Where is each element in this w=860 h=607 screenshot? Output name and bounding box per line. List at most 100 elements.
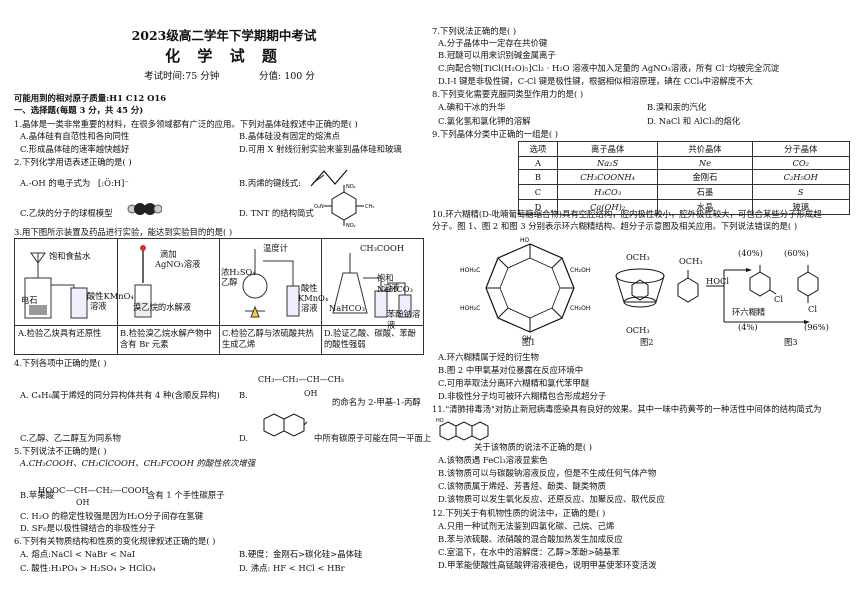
q5-option-a: A.CH₃COOH、CH₂ClCOOH、CH₂FCOOH 的酸性依次增强 bbox=[20, 458, 256, 468]
q1-stem: 1.晶体是一类非常重要的材料，在很多领域都有广泛的应用。下列对晶体硅叙述中正确的… bbox=[14, 119, 358, 129]
q7-stem: 7.下列说法正确的是( ) bbox=[432, 26, 517, 36]
q10-stem-line2: 分子。图 1、图 2 和图 3 分别表示环六糊精结构、超分子示意图及相关应用。下… bbox=[432, 221, 798, 231]
q11-option-a: A.该物质遇 FeCl₃溶液显紫色 bbox=[438, 455, 548, 465]
q12-stem: 12.下列关于有机物性质的说法中，正确的是( ) bbox=[432, 508, 606, 518]
q12-option-a: A.只用一种试剂无法鉴别四氯化碳、己烷、己烯 bbox=[438, 521, 615, 531]
acetylene-ball-model-icon bbox=[127, 203, 162, 215]
apparatus-c-icon bbox=[242, 249, 300, 318]
q12-option-c: C.室温下，在水中的溶解度：乙醇>苯酚>硝基苯 bbox=[438, 547, 620, 557]
exam-time: 考试时间:75 分钟 bbox=[144, 71, 220, 82]
para-chloroanisole-icon bbox=[797, 265, 819, 303]
q3-option-b: B.检验溴乙烷水解产物中含有 Br 元素 bbox=[120, 328, 212, 349]
cyclodextrin-label: 环六糊精 bbox=[732, 307, 766, 317]
q6-option-c: C. 酸性:H₃PO₄ > H₂SO₄ > HClO₄ bbox=[20, 563, 156, 573]
q9-table: 选项 离子晶体 共价晶体 分子晶体 A Na₂S Ne CO₂ B CH₃COO… bbox=[518, 141, 851, 215]
svg-text:HO: HO bbox=[436, 418, 444, 424]
svg-text:CH₂OH: CH₂OH bbox=[570, 305, 590, 312]
q8-stem: 8.下列变化需要克服同类型作用力的是( ) bbox=[432, 89, 584, 99]
q6-option-a: A. 熔点:NaCl < NaBr < NaI bbox=[20, 549, 136, 559]
q4-stem: 4.下列各项中正确的是( ) bbox=[14, 358, 107, 368]
apparatus-d-icon bbox=[332, 253, 412, 318]
naphthalene-structure-icon bbox=[263, 413, 308, 437]
svg-text:NO₂: NO₂ bbox=[346, 223, 356, 228]
q1-option-c: C.形成晶体硅的速率越快越好 bbox=[20, 144, 130, 154]
q5-option-c: C. H₂O 的稳定性较强是因为H₂O分子间存在氢键 bbox=[20, 511, 204, 521]
inclusion-complex-icon bbox=[615, 268, 665, 308]
q11-option-b: B.该物质可以与碳酸钠溶液反应，但是不生成任何气体产物 bbox=[438, 468, 657, 478]
ortho-chloroanisole-icon bbox=[749, 265, 777, 297]
q6-option-b: B.硬度：金刚石>碳化硅>晶体硅 bbox=[239, 549, 363, 559]
svg-text:NO₂: NO₂ bbox=[346, 184, 356, 190]
apparatus-a-icon bbox=[24, 252, 88, 319]
fig3-label: 图3 bbox=[784, 337, 798, 347]
anisole-icon bbox=[677, 270, 699, 303]
table-row: D Ca(OH)₂ 水晶 玻璃 bbox=[518, 199, 851, 215]
table-row: 选项 离子晶体 共价晶体 分子晶体 bbox=[518, 141, 851, 157]
yield-96: (96%) bbox=[804, 322, 829, 332]
reaction-arrows-icon bbox=[706, 268, 810, 324]
q7-option-c: C.向配合物[TiCl(H₂O)₅]Cl₂ · H₂O 溶液中加入足量的 AgN… bbox=[438, 63, 780, 73]
q4-b-sub: OH bbox=[304, 389, 318, 398]
q4-option-b: B. bbox=[239, 390, 248, 400]
q2-option-d: D. TNT 的结构简式 bbox=[239, 208, 314, 218]
q5-b-formula: HOOC—CH—CH₂—COOH bbox=[38, 485, 149, 495]
propene-skeletal-icon bbox=[310, 169, 348, 187]
q7-option-d: D.I-I 键是非极性键，C-Cl 键是极性键，根据相似相溶原理，碘在 CCl₄… bbox=[438, 76, 753, 86]
section-heading: 一、选择题(每题 3 分，共 45 分) bbox=[14, 105, 144, 115]
q2-option-c: C.乙炔的分子的球棍模型 bbox=[20, 208, 113, 218]
q3-option-d: D.验证乙酸、碳酸、苯酚的酸性强弱 bbox=[324, 328, 416, 349]
q10-stem-line1: 10.环六糊精(D-吡喃葡萄糖缩合物)具有空腔结构，腔内极性较小，腔外极性较大，… bbox=[432, 209, 822, 219]
cyclodextrin-structure-icon: HOH₂C CH₂OH HOH₂C CH₂OH HO OH bbox=[460, 237, 590, 340]
yield-4: (4%) bbox=[738, 322, 758, 332]
exam-subject: 化 学 试 题 bbox=[165, 47, 283, 65]
q3-apparatus-table: 饱和食盐水 电石 酸性KMnO₄ 溶液 滴加 AgNO₃溶液 溴乙烷的水解液 温… bbox=[14, 238, 424, 355]
q8-option-c: C.氯化氢和氯化钾的溶解 bbox=[438, 116, 531, 126]
q5-stem: 5.下列说法不正确的是( ) bbox=[14, 446, 107, 456]
q2-option-b: B.丙烯的键线式: bbox=[239, 178, 301, 188]
q11-stem-line2: 关于该物质的说法不正确的是( ) bbox=[474, 442, 593, 452]
fig1-label: 图1 bbox=[522, 337, 536, 347]
q7-option-b: B.冠醚可以用来识别碱金属离子 bbox=[438, 50, 556, 60]
q4-option-d: D. bbox=[239, 433, 249, 443]
tnt-structure-icon: NO₂ CH₃ O₂N NO₂ bbox=[314, 184, 374, 228]
q4-option-c: C.乙醇、乙二醇互为同系物 bbox=[20, 433, 121, 443]
q4-d-tail: 中所有碳原子可能在同一平面上 bbox=[314, 433, 432, 443]
svg-text:HOH₂C: HOH₂C bbox=[460, 267, 480, 274]
q4-b-formula: CH₃—CH₂—CH—CH₃ bbox=[258, 375, 345, 384]
q10-option-a: A.环六糊精属于烃的衍生物 bbox=[438, 352, 539, 362]
exam-score: 分值: 100 分 bbox=[259, 71, 315, 82]
baicalein-structure-icon: HO bbox=[436, 418, 489, 441]
svg-text:HO: HO bbox=[520, 237, 530, 244]
q1-option-a: A.晶体硅有自范性和各向同性 bbox=[20, 131, 130, 141]
q3-stem: 3.用下图所示装置及药品进行实验，能达到实验目的的是( ) bbox=[14, 227, 233, 237]
svg-text:CH₂OH: CH₂OH bbox=[570, 267, 590, 274]
atomic-masses: 可能用到的相对原子质量:H1 C12 O16 bbox=[14, 93, 167, 103]
yield-40: (40%) bbox=[738, 248, 763, 258]
table-row: C H₃CO₃ 石墨 S bbox=[518, 184, 851, 200]
q11-option-d: D.该物质可以发生氧化反应、还原反应、加聚反应、取代反应 bbox=[438, 494, 665, 504]
q2-option-a: A.-OH 的电子式为 bbox=[20, 178, 91, 188]
q10-option-d: D.非极性分子均可被环六糊精包合形成超分子 bbox=[438, 391, 607, 401]
q2-stem: 2.下列化学用语表述正确的是( ) bbox=[14, 157, 132, 167]
table-row: B CH₃COONH₄ 金刚石 C₂H₅OH bbox=[518, 169, 851, 185]
q12-option-d: D.甲苯能使酸性高锰酸钾溶液褪色，说明甲基使苯环变活泼 bbox=[438, 560, 657, 570]
q5-option-d: D. SF₆是以极性键结合的非极性分子 bbox=[20, 523, 156, 533]
q4-b-tail: 的命名为 2-甲基-1-丙醇 bbox=[332, 397, 421, 407]
q6-option-d: D. 沸点: HF < HCl < HBr bbox=[239, 563, 345, 573]
q12-option-b: B.苯与浓硫酸、浓硝酸的混合酸加热发生加成反应 bbox=[438, 534, 623, 544]
svg-text:HOH₂C: HOH₂C bbox=[460, 305, 480, 312]
hocl-label: HOCl bbox=[706, 276, 730, 286]
q10-option-c: C.可用萃取法分离环六糊精和氯代苯甲醚 bbox=[438, 378, 590, 388]
q5-b-sub: OH bbox=[76, 498, 90, 507]
q10-option-b: B.图 2 中甲氧基对位暴露在反应环境中 bbox=[438, 365, 584, 375]
svg-text:O₂N: O₂N bbox=[314, 204, 324, 210]
q3-option-c: C.检验乙醇与浓硫酸共热生成乙烯 bbox=[222, 328, 314, 349]
q8-option-a: A.碘和干冰的升华 bbox=[438, 102, 506, 112]
q1-option-b: B.晶体硅没有固定的熔沸点 bbox=[239, 131, 340, 141]
q11-option-c: C.该物质属于烯烃、芳香烃、酚类、醚类物质 bbox=[438, 481, 606, 491]
table-row: A Na₂S Ne CO₂ bbox=[518, 156, 851, 170]
exam-title: 2023级高二学年下学期期中考试 bbox=[131, 28, 317, 43]
q3-option-a: A.检验乙炔具有还原性 bbox=[18, 328, 102, 338]
q9-stem: 9.下列晶体分类中正确的一组是( ) bbox=[432, 129, 559, 139]
apparatus-b-icon bbox=[134, 245, 152, 318]
